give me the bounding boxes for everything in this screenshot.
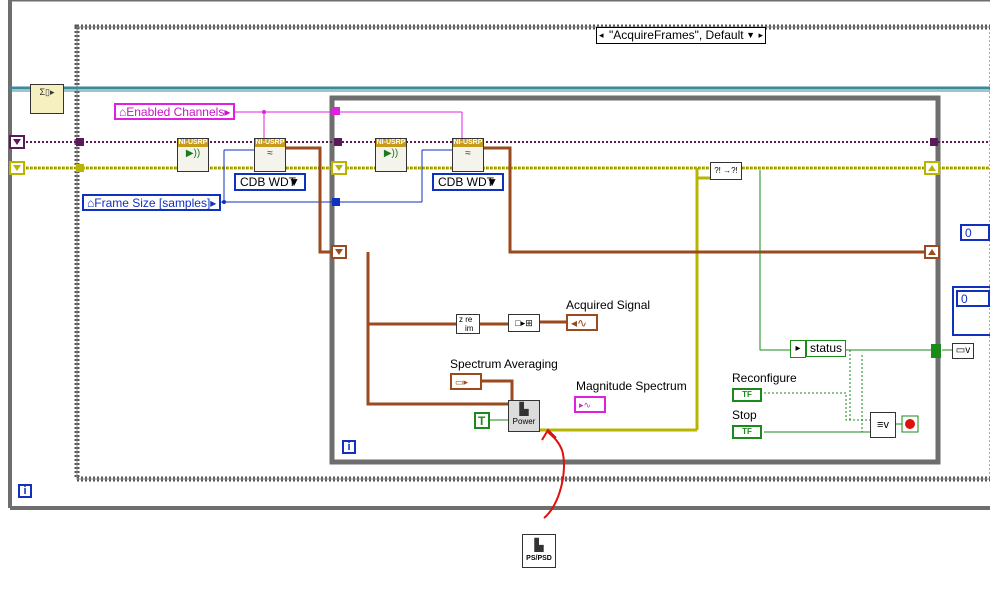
spectrum-averaging-control[interactable]: ▭▸ [450,373,482,390]
status-label: status [810,341,843,355]
case-left-arrow[interactable]: ◂ [599,30,604,40]
waveform-graph-icon: ◂∿ [571,316,588,330]
im-label: im [465,324,474,333]
usrp-fetch-vi-2[interactable]: NI-USRP ≈ [452,138,484,172]
waveform-icon: ≈ [267,148,273,159]
spectrum-icon: ▙ [519,402,529,416]
acquired-signal-indicator: ◂∿ [566,314,598,331]
data-type-ring-1[interactable]: CDB WDT ▼ [234,173,306,191]
antenna-icon: ▶)) [383,148,399,159]
status-element: status [806,340,847,357]
numeric-constant-2[interactable]: 0 [956,290,990,307]
acquired-signal-label: Acquired Signal [566,298,651,312]
case-structure [74,24,990,482]
power-spectrum-vi[interactable]: ▙ Power [508,400,540,432]
arrow-icon: ▸ [224,105,231,119]
power-label: Power [512,417,536,426]
magnitude-spectrum-indicator: ▸∿ [574,396,606,413]
build-array-icon: □▸⊞ [515,318,533,328]
status-wires [490,170,952,433]
usrp-header: NI-USRP [376,139,406,147]
arrow-icon: ▸ [210,196,217,210]
ps-psd-label: PS/PSD [526,555,552,562]
stop-terminal [901,415,919,433]
session-wire [10,166,990,432]
compound-or[interactable]: ≡v [870,412,896,438]
waveform-icon: ≈ [465,148,471,159]
or-gate[interactable]: ▭v [952,343,974,359]
case-selector-value: "AcquireFrames", Default [609,28,744,42]
outer-loop-iteration-terminal: i [18,484,32,498]
ring-2-value: CDB WDT [438,175,494,189]
or-icon: ≡v [877,419,889,431]
frame-size-control[interactable]: ⌂Frame Size [samples]▸ [82,194,222,211]
usrp-initiate-vi-2[interactable]: NI-USRP ▶)) [375,138,407,172]
unbundle-icon: ▸ [795,343,801,354]
right-array-frame [952,286,990,336]
outer-while-loop [8,0,990,510]
frame-size-label: Frame Size [samples] [94,196,211,210]
dropdown-icon: ▼ [486,175,498,189]
true-constant[interactable]: T [474,412,490,429]
antenna-icon: ▶)) [185,148,201,159]
usrp-fetch-vi-1[interactable]: NI-USRP ≈ [254,138,286,172]
dropdown-icon: ▼ [288,175,300,189]
numeric-constant-1[interactable]: 0 [960,224,990,241]
graph-icon: ▸∿ [579,400,592,410]
inner-while-loop [329,95,941,465]
usrp-header: NI-USRP [453,139,483,147]
cluster-icon: ▭▸ [455,377,469,387]
data-type-ring-2[interactable]: CDB WDT ▼ [432,173,504,191]
case-dropdown-icon[interactable]: ▼ [746,30,755,40]
unbundle-status[interactable]: ▸ [790,340,806,358]
shift-registers [9,135,941,358]
stop-label: Stop [732,408,757,422]
home-icon: ⌂ [119,105,127,119]
usrp-initiate-vi-1[interactable]: NI-USRP ▶)) [177,138,209,172]
enabled-channels-control[interactable]: ⌂Enabled Channels▸ [114,103,236,120]
spectrum-averaging-label: Spectrum Averaging [450,357,558,371]
error-in-wires [10,86,990,92]
usrp-header: NI-USRP [255,139,285,147]
annotation-arrow [541,428,565,519]
complex-icon: z re [459,315,473,324]
spectrum-icon: ▙ [534,538,544,552]
enqueue-state-vi[interactable]: Σ▯▸ [30,84,64,114]
reconfigure-label: Reconfigure [732,371,797,385]
enabled-channels-label: Enabled Channels [126,105,225,119]
ring-1-value: CDB WDT [240,175,296,189]
magnitude-spectrum-label: Magnitude Spectrum [576,379,687,393]
case-selector[interactable]: ◂ "AcquireFrames", Default ▼ ▸ [596,27,766,44]
ps-psd-palette-icon[interactable]: ▙ PS/PSD [522,534,556,568]
usrp-header: NI-USRP [178,139,208,147]
build-array[interactable]: □▸⊞ [508,314,540,332]
or-icon: ▭v [955,345,971,356]
complex-to-re-im[interactable]: z re im [456,314,480,334]
inner-loop-iteration-terminal: i [342,440,356,454]
merge-errors-icon: ?! →?! [714,166,738,175]
waveform-wires [286,146,932,406]
case-right-arrow[interactable]: ▸ [758,30,763,40]
merge-errors-vi[interactable]: ?! →?! [710,162,742,180]
stop-control[interactable]: TF [732,425,762,439]
home-icon: ⌂ [87,196,95,210]
queue-icon: Σ▯▸ [39,87,55,97]
reconfigure-control[interactable]: TF [732,388,762,402]
